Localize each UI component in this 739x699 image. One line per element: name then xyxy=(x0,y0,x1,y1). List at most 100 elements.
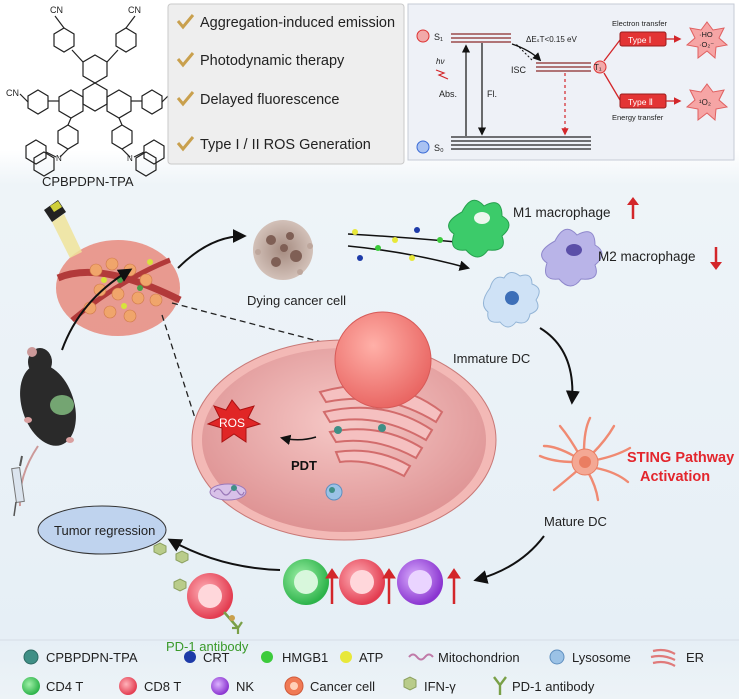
svg-text:PD-1 antibody: PD-1 antibody xyxy=(512,679,595,694)
legend-item: NK xyxy=(211,677,254,695)
s0-label: S₀ xyxy=(434,143,444,153)
legend-item: IFN-γ xyxy=(403,676,456,694)
dc-maturation-arrow xyxy=(539,327,580,405)
tumor-regression-label: Tumor regression xyxy=(54,523,155,538)
ifn-gamma-icon xyxy=(403,676,417,691)
ifn-gamma-particles xyxy=(153,542,189,592)
m1-macrophage xyxy=(448,199,510,258)
s1-label: S₁ xyxy=(434,32,443,42)
energy-transfer-label: Energy transfer xyxy=(612,113,664,122)
feature-item: Type I / II ROS Generation xyxy=(200,137,371,153)
tumor-to-dying-arrow xyxy=(177,229,247,269)
mouse-to-tumor-arrow xyxy=(61,268,133,351)
legend-item: ATP xyxy=(340,650,383,665)
cd8-t-cell-with-pd1 xyxy=(187,573,243,634)
crt-icon xyxy=(184,651,196,663)
molecule-name: CPBPDPN-TPA xyxy=(42,174,134,189)
m1-up-arrow xyxy=(627,197,639,219)
t1-label: T₁ xyxy=(594,63,602,72)
feature-list: Aggregation-induced emission Photodynami… xyxy=(176,14,395,153)
syringe xyxy=(11,455,25,517)
svg-text:NK: NK xyxy=(236,679,254,694)
svg-text:ER: ER xyxy=(686,650,704,665)
enlarged-tumor-cell xyxy=(161,302,497,541)
immature-dc xyxy=(483,272,540,328)
mature-dc xyxy=(538,416,632,502)
molecule-structure xyxy=(19,15,171,177)
feature-item: Delayed fluorescence xyxy=(200,92,339,108)
s1-sphere xyxy=(416,29,430,43)
sting-label-1: STING Pathway xyxy=(627,450,734,466)
legend-item: CD4 T xyxy=(22,677,83,695)
m1-label: M1 macrophage xyxy=(513,205,611,220)
legend-item: CRT xyxy=(184,650,230,665)
mature-dc-nucleus xyxy=(579,456,591,468)
dying-cancer-cell xyxy=(253,220,313,280)
mitochondrion-icon xyxy=(408,653,434,661)
lysosome-icon xyxy=(549,649,565,665)
ros-burst-type1 xyxy=(685,21,729,60)
svg-text:Lysosome: Lysosome xyxy=(572,650,631,665)
legend: CPBPDPN-TPA CRT HMGB1 ATP Mitochondrion … xyxy=(22,648,704,696)
feature-item: Aggregation-induced emission xyxy=(200,15,395,31)
tumor-regression-bubble xyxy=(37,505,167,555)
sting-label-2: Activation xyxy=(640,469,710,485)
svg-text:CPBPDPN-TPA: CPBPDPN-TPA xyxy=(46,650,138,665)
legend-item: CPBPDPN-TPA xyxy=(23,649,138,665)
tumor-site xyxy=(56,240,182,336)
legend-item: PD-1 antibody xyxy=(493,676,595,695)
cn-label-2: CN xyxy=(128,5,141,15)
ros-generation-arrow xyxy=(279,434,317,445)
svg-text:HMGB1: HMGB1 xyxy=(282,650,328,665)
type2-label: Type Ⅱ xyxy=(628,97,653,107)
abs-label: Abs. xyxy=(439,89,457,99)
ros-burst xyxy=(206,399,262,443)
atp-icon xyxy=(340,651,352,663)
ros-burst-type2 xyxy=(685,83,729,122)
pd1-antibody-icon xyxy=(493,676,507,695)
n-label-1: N xyxy=(56,154,62,163)
nk-cell xyxy=(397,559,443,605)
er-icon xyxy=(650,648,676,667)
m2-label: M2 macrophage xyxy=(598,249,696,264)
svg-text:Mitochondrion: Mitochondrion xyxy=(438,650,520,665)
nk-icon xyxy=(211,677,229,695)
t-cells-to-regression-arrow xyxy=(167,538,281,571)
jablonski-panel xyxy=(407,3,735,161)
mature-dc-label: Mature DC xyxy=(544,514,607,529)
immature-dc-label: Immature DC xyxy=(453,351,530,366)
cpbpdpn-tpa-icon xyxy=(23,649,39,665)
pd1-antibody-label: PD-1 antibody xyxy=(166,639,249,654)
feature-panel xyxy=(167,3,405,165)
ros-product-1b: ·O₂⁻ xyxy=(699,40,714,49)
check-icon xyxy=(176,52,195,68)
n-label-2: N xyxy=(127,154,133,163)
electron-transfer-label: Electron transfer xyxy=(612,19,668,28)
svg-text:CRT: CRT xyxy=(203,650,230,665)
ros-label: ROS xyxy=(219,416,245,430)
svg-text:CD8 T: CD8 T xyxy=(144,679,181,694)
pdt-label: PDT xyxy=(291,458,317,473)
ros-product-1a: ·HO xyxy=(699,30,713,39)
feature-item: Photodynamic therapy xyxy=(200,53,345,69)
legend-item: Lysosome xyxy=(549,649,631,665)
t-cell-activation-arrow xyxy=(473,535,545,584)
hv-label: hν xyxy=(436,57,444,66)
check-icon xyxy=(176,91,195,107)
legend-item: HMGB1 xyxy=(261,650,328,665)
cn-label-1: CN xyxy=(50,5,63,15)
svg-text:IFN-γ: IFN-γ xyxy=(424,679,456,694)
legend-item: ER xyxy=(650,648,704,667)
cd4-t-cell xyxy=(283,559,329,605)
svg-text:CD4 T: CD4 T xyxy=(46,679,83,694)
m2-down-arrow xyxy=(710,247,722,270)
ros-product-2: ¹O₂ xyxy=(699,98,711,107)
s0-sphere xyxy=(416,140,430,154)
check-icon xyxy=(176,136,195,152)
legend-item: Mitochondrion xyxy=(408,650,520,665)
type1-label: Type Ⅰ xyxy=(628,35,651,45)
cd8-t-icon xyxy=(119,677,137,695)
t-cell-up-arrows xyxy=(325,568,461,604)
isc-label: ISC xyxy=(511,65,527,75)
